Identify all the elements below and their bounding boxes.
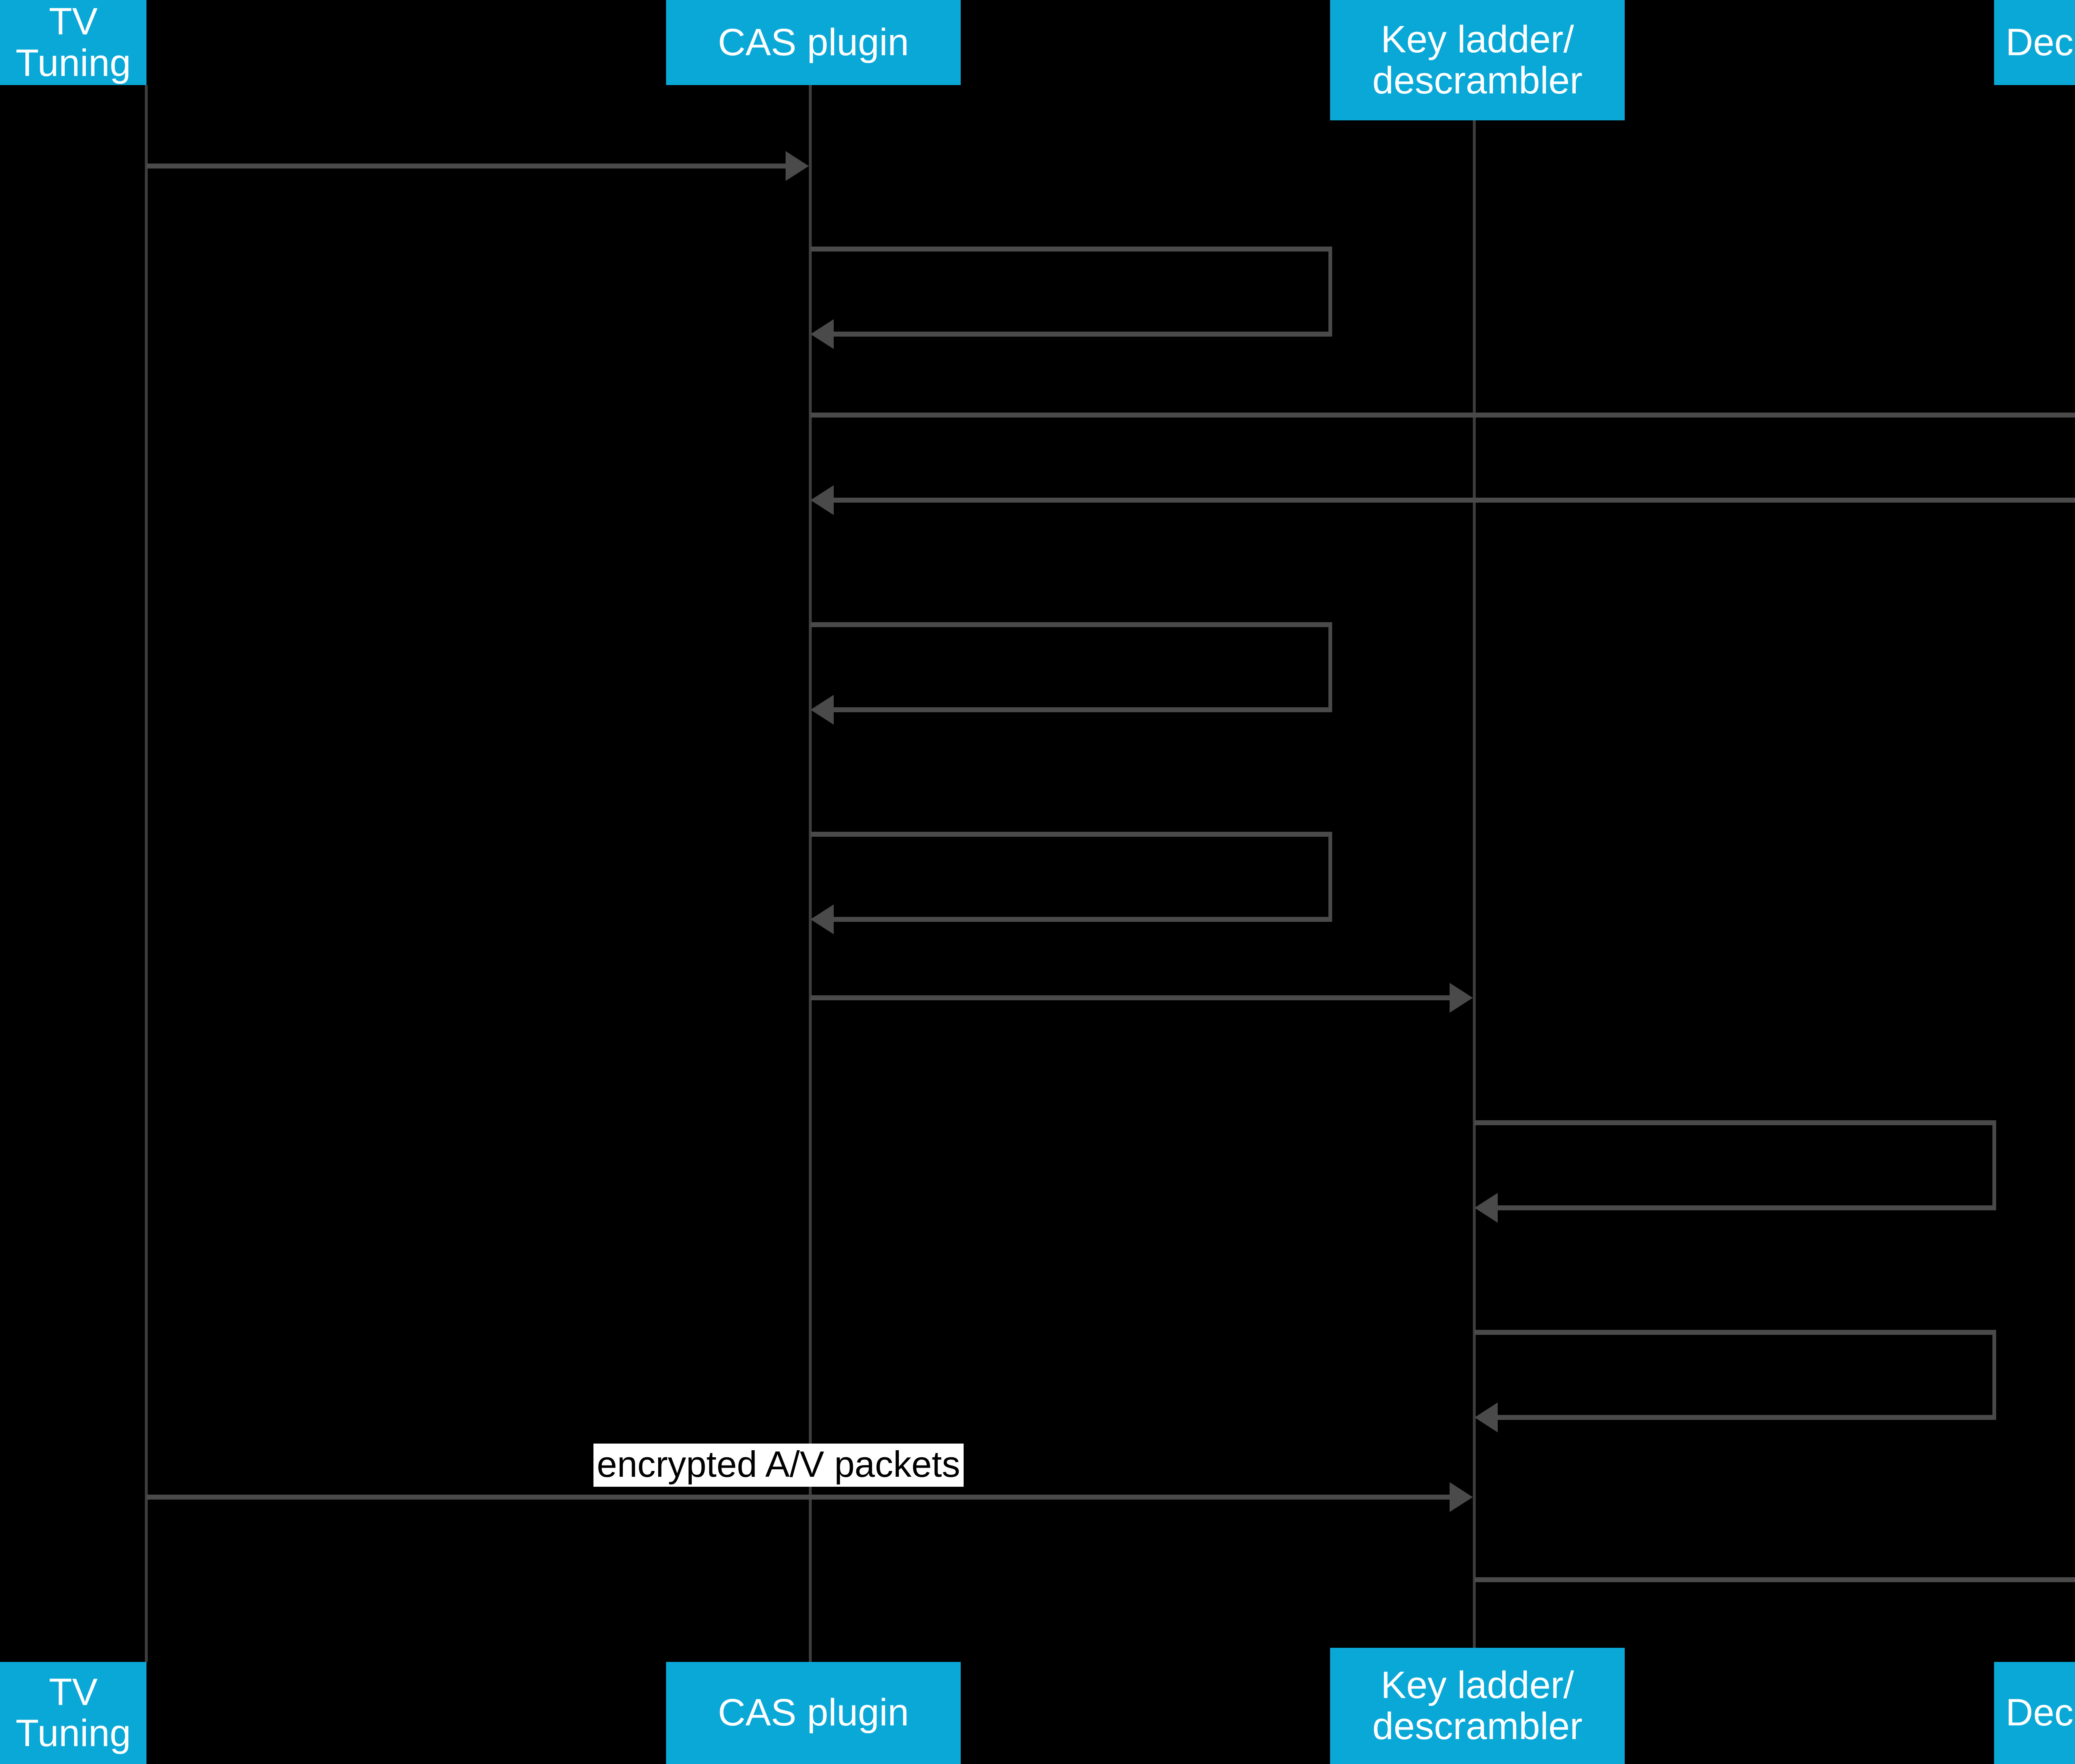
message-arrow-tuning-to-cas-head bbox=[786, 151, 809, 181]
message-arrow-keyladder-to-decode-line bbox=[1474, 1577, 2075, 1582]
lifeline-tv-tuning bbox=[145, 85, 148, 1662]
lifeline-key-ladder bbox=[1473, 120, 1476, 1648]
participant-header-tv-tuning[interactable]: TV Tuning bbox=[0, 0, 146, 85]
message-arrow-cas-to-keyladder-line bbox=[810, 995, 1450, 1000]
lifeline-cas-plugin bbox=[809, 85, 812, 1662]
self-loop-cas-2-top bbox=[810, 622, 1332, 627]
self-loop-keyladder-2-head bbox=[1474, 1402, 1498, 1432]
self-loop-cas-3-bottom bbox=[834, 917, 1332, 922]
self-loop-keyladder-2-bottom bbox=[1498, 1415, 1996, 1420]
participant-header-cas-plugin[interactable]: CAS plugin bbox=[666, 0, 961, 85]
participant-footer-tv-tuning[interactable]: TV Tuning bbox=[0, 1662, 146, 1764]
self-loop-cas-1-side bbox=[1328, 247, 1332, 337]
self-loop-cas-2-side bbox=[1328, 622, 1332, 712]
message-label-encrypted-av-packets: encrypted A/V packets bbox=[593, 1444, 964, 1487]
message-arrow-cas-to-headend-line bbox=[810, 413, 2075, 418]
message-arrow-tuning-to-keyladder-line bbox=[146, 1495, 1450, 1500]
self-loop-keyladder-2-side bbox=[1992, 1330, 1996, 1420]
message-arrow-cas-to-keyladder-head bbox=[1450, 983, 1473, 1013]
participant-header-key-ladder[interactable]: Key ladder/ descrambler bbox=[1330, 0, 1625, 120]
self-loop-cas-1-bottom bbox=[834, 332, 1332, 337]
self-loop-cas-3-side bbox=[1328, 832, 1332, 922]
self-loop-cas-2-head bbox=[810, 695, 834, 725]
message-arrow-tuning-to-keyladder-head bbox=[1450, 1482, 1473, 1512]
self-loop-cas-1-head bbox=[810, 319, 834, 349]
self-loop-keyladder-1-head bbox=[1474, 1193, 1498, 1223]
message-arrow-headend-to-cas-head bbox=[810, 485, 834, 515]
self-loop-cas-3-head bbox=[810, 904, 834, 934]
participant-header-decode-display[interactable]: Decode, display bbox=[1994, 0, 2075, 85]
self-loop-keyladder-2-top bbox=[1474, 1330, 1996, 1335]
message-arrow-headend-to-cas-line bbox=[834, 498, 2075, 503]
message-arrow-tuning-to-cas-line bbox=[146, 164, 786, 169]
participant-footer-decode-display[interactable]: Decode, display bbox=[1994, 1662, 2075, 1764]
participant-footer-key-ladder[interactable]: Key ladder/ descrambler bbox=[1330, 1648, 1625, 1764]
self-loop-keyladder-1-side bbox=[1992, 1120, 1996, 1210]
participant-footer-cas-plugin[interactable]: CAS plugin bbox=[666, 1662, 961, 1764]
self-loop-keyladder-1-top bbox=[1474, 1120, 1996, 1125]
self-loop-keyladder-1-bottom bbox=[1498, 1205, 1996, 1210]
self-loop-cas-1-top bbox=[810, 247, 1332, 252]
self-loop-cas-3-top bbox=[810, 832, 1332, 837]
self-loop-cas-2-bottom bbox=[834, 707, 1332, 712]
